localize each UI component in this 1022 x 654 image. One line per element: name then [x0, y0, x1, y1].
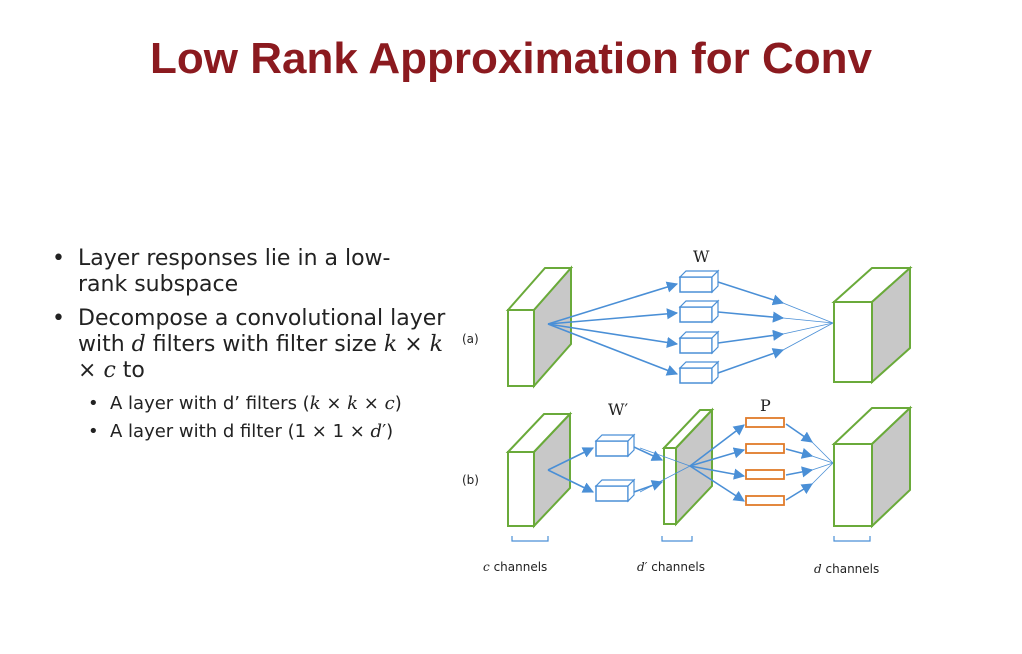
filter-W-2: [678, 299, 720, 324]
filter-P-1: [745, 417, 785, 428]
arrows-a-converge: [782, 302, 834, 351]
arrows-b-p-in: [689, 424, 746, 502]
output-block-b: [831, 405, 913, 529]
sub-bullet-2: • A layer with d filter (1 × 1 × d′): [88, 420, 452, 444]
brace-c: [511, 536, 549, 542]
arrows-a-in: [547, 281, 679, 376]
label-Wprime: W′: [608, 400, 628, 419]
filter-Wprime-2: [594, 478, 636, 503]
brace-d: [833, 536, 871, 542]
label-b: (b): [462, 473, 479, 487]
arrows-b-faint: [639, 447, 691, 493]
filter-W-4: [678, 360, 720, 385]
caption-c: c channels: [483, 560, 547, 574]
caption-dprime: d′ channels: [637, 560, 705, 574]
label-a: (a): [462, 332, 479, 346]
bullet-2-text: Decompose a convolutional layer with d f…: [78, 306, 446, 383]
input-block-b: [505, 411, 573, 529]
arrows-a-out: [717, 281, 785, 374]
filter-Wprime-1: [594, 433, 636, 458]
bullet-2: • Decompose a convolutional layer with d…: [52, 306, 452, 384]
arrows-b-in: [547, 447, 595, 493]
filter-P-3: [745, 469, 785, 480]
arrows-b-mid: [633, 446, 664, 493]
label-P: P: [760, 396, 771, 415]
sub-bullet-1: • A layer with d’ filters (k × k × c): [88, 392, 452, 416]
bullet-1-text: Layer responses lie in a low-rank subspa…: [78, 246, 391, 297]
input-block-a: [505, 265, 574, 389]
brace-dprime: [661, 536, 693, 542]
label-W: W: [693, 247, 710, 266]
slide-title: Low Rank Approximation for Conv: [150, 34, 872, 83]
filter-P-4: [745, 495, 785, 506]
filter-P-2: [745, 443, 785, 454]
filter-W-1: [678, 269, 720, 294]
bullet-dot: •: [52, 306, 65, 331]
bullet-dot: •: [52, 246, 65, 271]
bullet-dot: •: [88, 393, 99, 414]
bullet-list: • Layer responses lie in a low-rank subs…: [52, 246, 452, 444]
caption-d: d channels: [814, 562, 879, 576]
bullet-dot: •: [88, 421, 99, 442]
arrows-b-out: [785, 423, 814, 501]
filter-W-3: [678, 330, 720, 355]
bullet-1: • Layer responses lie in a low-rank subs…: [52, 246, 452, 298]
arrows-b-converge: [811, 441, 834, 485]
sub-bullet-1-text: A layer with d’ filters (k × k × c): [110, 393, 402, 414]
output-block-a: [831, 265, 913, 385]
sub-bullet-2-text: A layer with d filter (1 × 1 × d′): [110, 421, 394, 442]
